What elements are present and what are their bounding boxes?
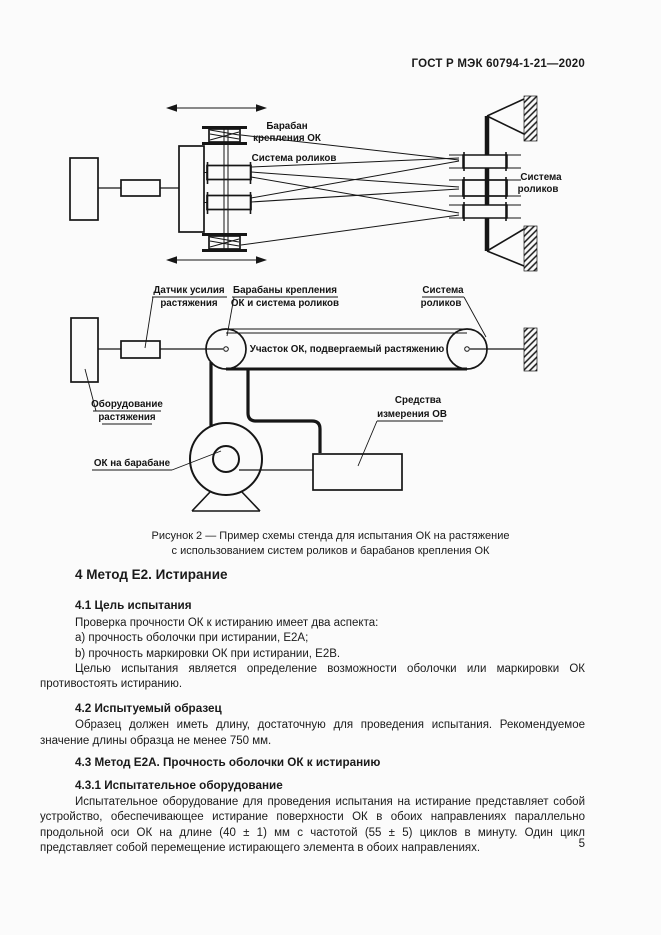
top-diagram: Барабан крепления ОК Система роликов Сис… <box>69 95 562 272</box>
label-rollers-right-line2: роликов <box>518 184 559 195</box>
paragraph-purpose-intro: Проверка прочности ОК к истиранию имеет … <box>75 616 379 629</box>
figure-caption-line2: с использованием систем роликов и бараба… <box>171 544 490 557</box>
label-sensor-line2: растяжения <box>160 298 218 309</box>
figure-2-diagram: Барабан крепления ОК Система роликов Сис… <box>69 95 562 512</box>
paragraph-purpose-goal: Целью испытания является определение воз… <box>40 663 585 691</box>
label-measure-line2: измерения ОВ <box>377 409 447 420</box>
figure-caption: Рисунок 2 — Пример схемы стенда для испы… <box>0 529 661 558</box>
fixing-drum-bottom <box>202 233 247 252</box>
figure-caption-line1: Рисунок 2 — Пример схемы стенда для испы… <box>151 530 510 542</box>
top-left-machine <box>69 157 99 221</box>
fixing-drum-top <box>202 126 247 145</box>
stretched-section <box>226 328 467 371</box>
cable-lines <box>240 134 460 246</box>
label-cable-on-drum: ОК на барабане <box>94 458 171 469</box>
travel-arrow-top-icon <box>166 104 267 112</box>
top-coupler <box>120 179 161 197</box>
middle-diagram: Датчик усилия растяжения Барабаны крепле… <box>70 285 538 512</box>
heading-4-1: 4.1 Цель испытания <box>75 599 192 613</box>
label-fixing-drums-line1: Барабаны крепления <box>233 285 337 296</box>
label-measure-line1: Средства <box>395 395 442 406</box>
label-rollers-center: Система роликов <box>252 153 337 164</box>
stretch-equipment-box <box>70 317 99 383</box>
heading-method-e2: 4 Метод Е2. Истирание <box>75 567 228 582</box>
ov-measuring-box <box>312 453 403 491</box>
label-rollers-mid-line2: роликов <box>421 298 462 309</box>
label-stretched-section: Участок ОК, подвергаемый растяжению <box>250 344 445 355</box>
force-sensor-box <box>120 340 161 359</box>
heading-4-3-1: 4.3.1 Испытательное оборудование <box>75 779 283 793</box>
label-drum-top-line2: крепления ОК <box>253 133 321 144</box>
pulley-right <box>446 328 524 370</box>
paragraph-sample: Образец должен иметь длину, достаточную … <box>40 719 585 747</box>
label-rollers-right-line1: Система <box>520 172 562 183</box>
list-item-b: b) прочность маркировки ОК при истирании… <box>75 647 341 660</box>
carriage-plate <box>178 145 205 233</box>
label-sensor-line1: Датчик усилия <box>153 285 224 296</box>
list-item-a: a) прочность оболочки при истирании, Е2А… <box>75 632 309 645</box>
paragraph-equipment: Испытательное оборудование для проведени… <box>40 795 585 855</box>
heading-4-2: 4.2 Испытуемый образец <box>75 701 222 715</box>
wall-anchor-right <box>523 327 538 372</box>
label-fixing-drums-line2: ОК и система роликов <box>231 298 339 309</box>
label-equipment-line2: растяжения <box>98 412 156 423</box>
heading-4-3: 4.3 Метод Е2А. Прочность оболочки ОК к и… <box>75 756 381 770</box>
page-number: 5 <box>578 838 585 850</box>
label-drum-top-line1: Барабан <box>266 121 307 132</box>
right-roller-stack <box>449 116 521 251</box>
cable-storage-drum <box>189 422 263 512</box>
body-text: 4 Метод Е2. Истирание 4.1 Цель испытания… <box>40 567 585 857</box>
label-rollers-mid-line1: Система <box>422 285 464 296</box>
carriage-roller-2 <box>204 192 252 214</box>
wall-anchor-top <box>486 95 538 142</box>
fibre-lead <box>246 370 322 453</box>
doc-code: ГОСТ Р МЭК 60794-1-21—2020 <box>411 58 585 70</box>
label-equipment-line1: Оборудование <box>91 399 163 410</box>
travel-arrow-bottom-icon <box>166 256 267 264</box>
wall-anchor-bottom <box>486 225 538 272</box>
